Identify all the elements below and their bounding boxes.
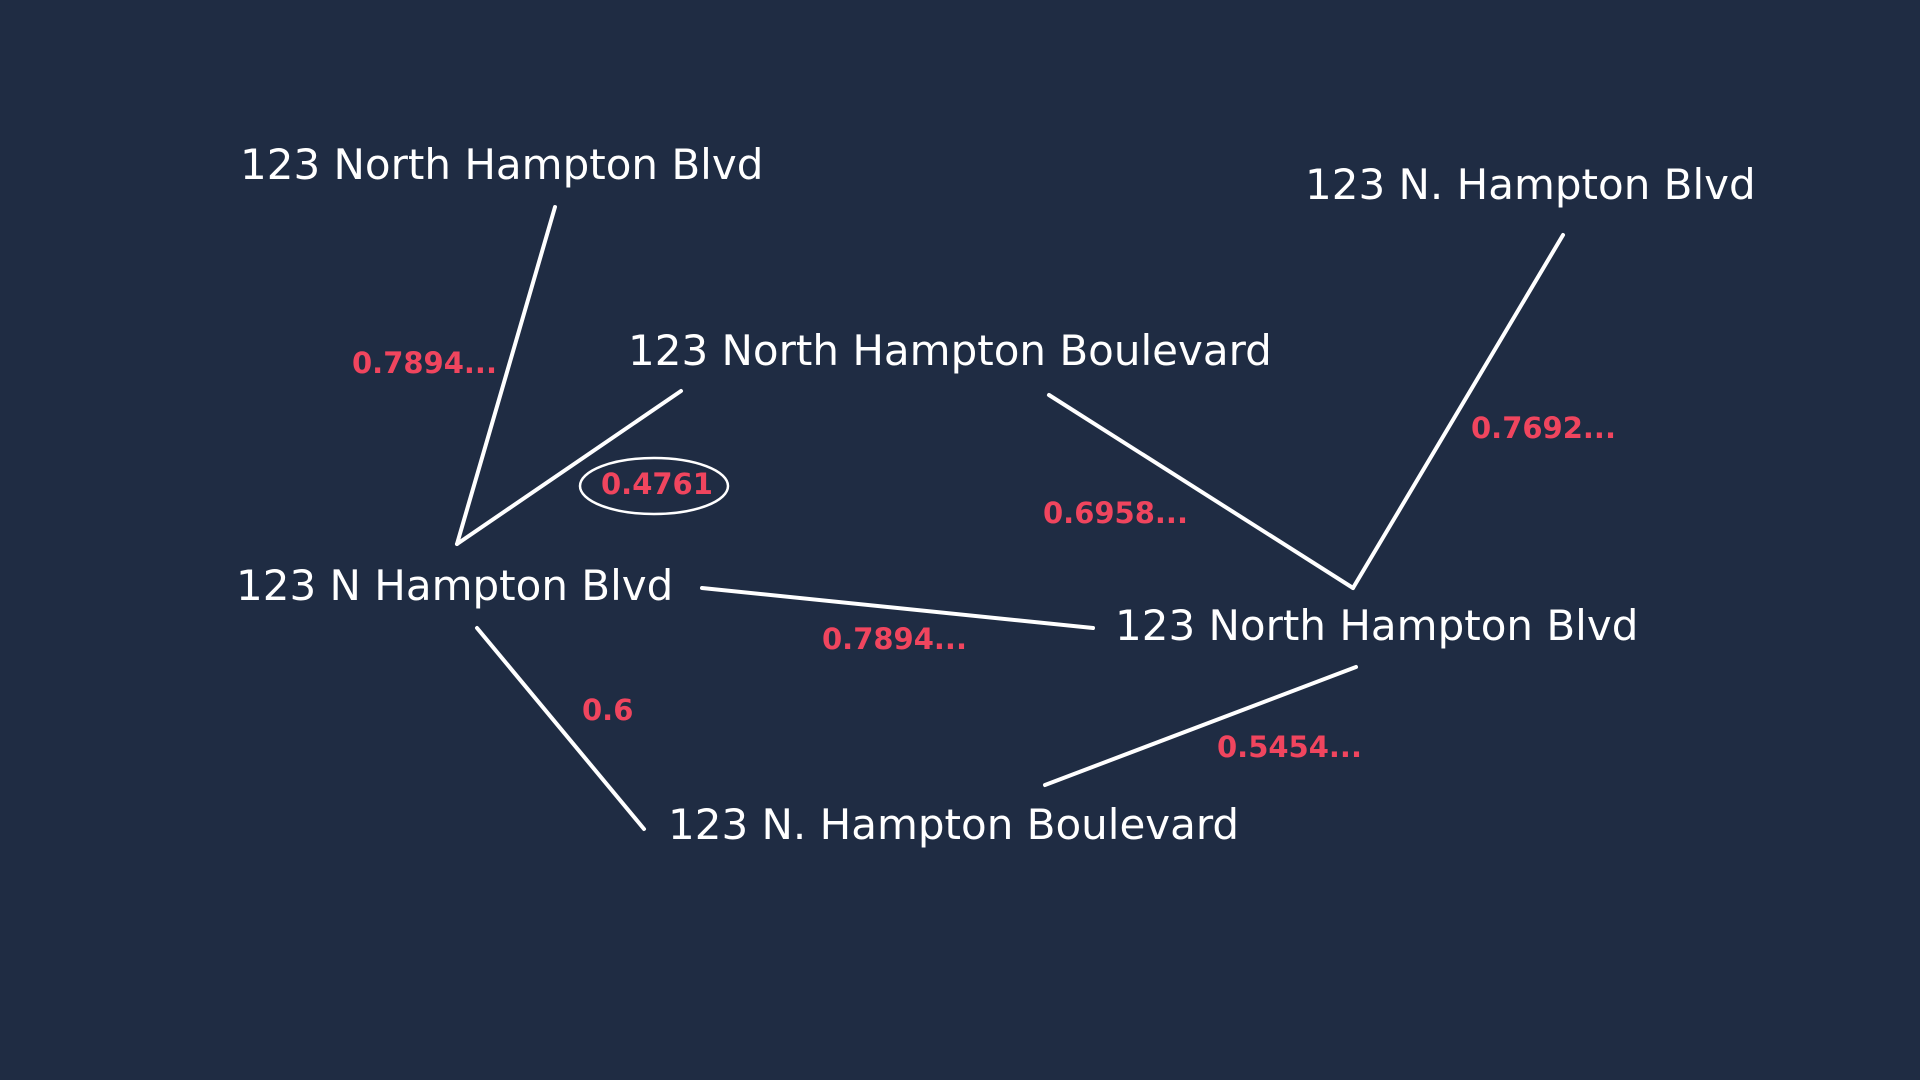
edge-n-hampton-blvd-to-n-dot-hampton-boulevard — [475, 626, 646, 831]
weight-north-hampton-blvd-right-n-dot-hampton-boulevard: 0.5454... — [1217, 730, 1362, 764]
node-north-hampton-boulevard: 123 North Hampton Boulevard — [628, 326, 1272, 375]
weight-north-hampton-boulevard-n-hampton-blvd: 0.4761 — [601, 467, 713, 501]
edge-north-hampton-blvd-right-to-n-dot-hampton-boulevard — [1043, 665, 1358, 787]
weight-n-hampton-blvd-n-dot-hampton-boulevard: 0.6 — [582, 693, 634, 727]
node-n-hampton-blvd: 123 N Hampton Blvd — [236, 561, 674, 610]
weight-north-hampton-boulevard-north-hampton-blvd-right: 0.6958... — [1043, 496, 1188, 530]
edge-north-hampton-boulevard-to-north-hampton-blvd-right — [1047, 393, 1355, 590]
highlight-ring — [578, 456, 730, 516]
weight-n-hampton-blvd-north-hampton-blvd-right: 0.7894... — [822, 622, 967, 656]
edge-north-hampton-blvd-top-to-n-hampton-blvd — [455, 205, 557, 546]
node-n-dot-hampton-blvd: 123 N. Hampton Blvd — [1305, 160, 1756, 209]
node-north-hampton-blvd-right: 123 North Hampton Blvd — [1115, 601, 1639, 650]
weight-north-hampton-blvd-top-n-hampton-blvd: 0.7894... — [352, 346, 497, 380]
node-n-dot-hampton-boulevard: 123 N. Hampton Boulevard — [668, 800, 1240, 849]
node-north-hampton-blvd-top: 123 North Hampton Blvd — [240, 140, 764, 189]
weight-n-dot-hampton-blvd-north-hampton-blvd-right: 0.7692... — [1471, 411, 1616, 445]
edge-north-hampton-boulevard-to-n-hampton-blvd — [455, 389, 683, 546]
edge-n-hampton-blvd-to-north-hampton-blvd-right — [700, 586, 1095, 630]
edge-n-dot-hampton-blvd-to-north-hampton-blvd-right — [1351, 233, 1565, 590]
